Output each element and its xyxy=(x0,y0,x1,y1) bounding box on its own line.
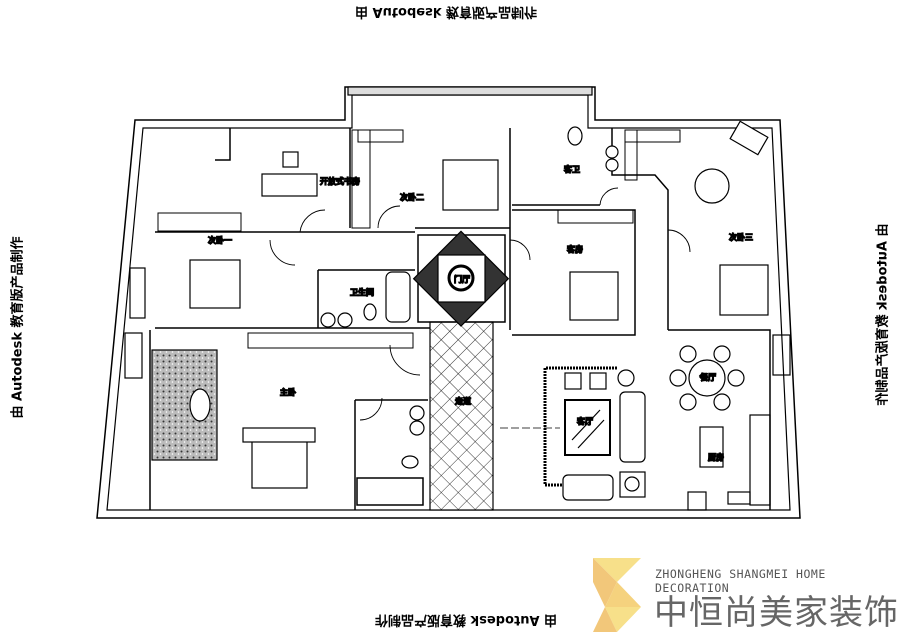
wardrobes xyxy=(157,129,681,349)
label-foyer: 门厅 xyxy=(454,274,470,284)
label-living: 客厅 xyxy=(576,416,593,426)
living-furniture xyxy=(543,366,646,501)
label-study: 开放式书房 xyxy=(320,176,360,186)
beds xyxy=(189,159,769,489)
label-guest-room: 客房 xyxy=(566,244,583,254)
watermark-bottom: 由 Autodesk 教育版产品制作 xyxy=(375,612,558,627)
dining-table xyxy=(669,345,745,411)
label-master: 主卧 xyxy=(280,387,296,397)
outer-wall xyxy=(96,86,801,519)
logo-mark xyxy=(593,558,641,632)
logo-english: ZHONGHENG SHANGMEI HOME DECORATION xyxy=(655,567,826,595)
fixtures xyxy=(320,126,619,506)
logo-chinese: 中恒尚美家装饰 xyxy=(654,593,899,633)
label-kitchen: 厨房 xyxy=(708,452,724,462)
balcony xyxy=(347,86,593,96)
label-guest-bath: 客卫 xyxy=(563,164,580,174)
label-bedroom2: 次卧二 xyxy=(400,192,424,202)
label-bedroom3: 次卧三 xyxy=(729,232,753,242)
label-bathroom: 卫生间 xyxy=(350,287,374,297)
label-bedroom1: 次卧一 xyxy=(208,235,232,245)
watermark-right: 由 Autodesk 教育版产品制作 xyxy=(875,223,891,406)
inner-wall xyxy=(106,94,791,511)
corridor-floor xyxy=(429,321,494,511)
watermark-top: 由 Autodesk 教育版产品制作 xyxy=(355,4,538,19)
watermark-left: 由 Autodesk 教育版产品制作 xyxy=(10,236,26,419)
label-corridor: 走道 xyxy=(454,396,471,406)
label-dining: 餐厅 xyxy=(699,372,716,382)
doors xyxy=(269,187,691,421)
